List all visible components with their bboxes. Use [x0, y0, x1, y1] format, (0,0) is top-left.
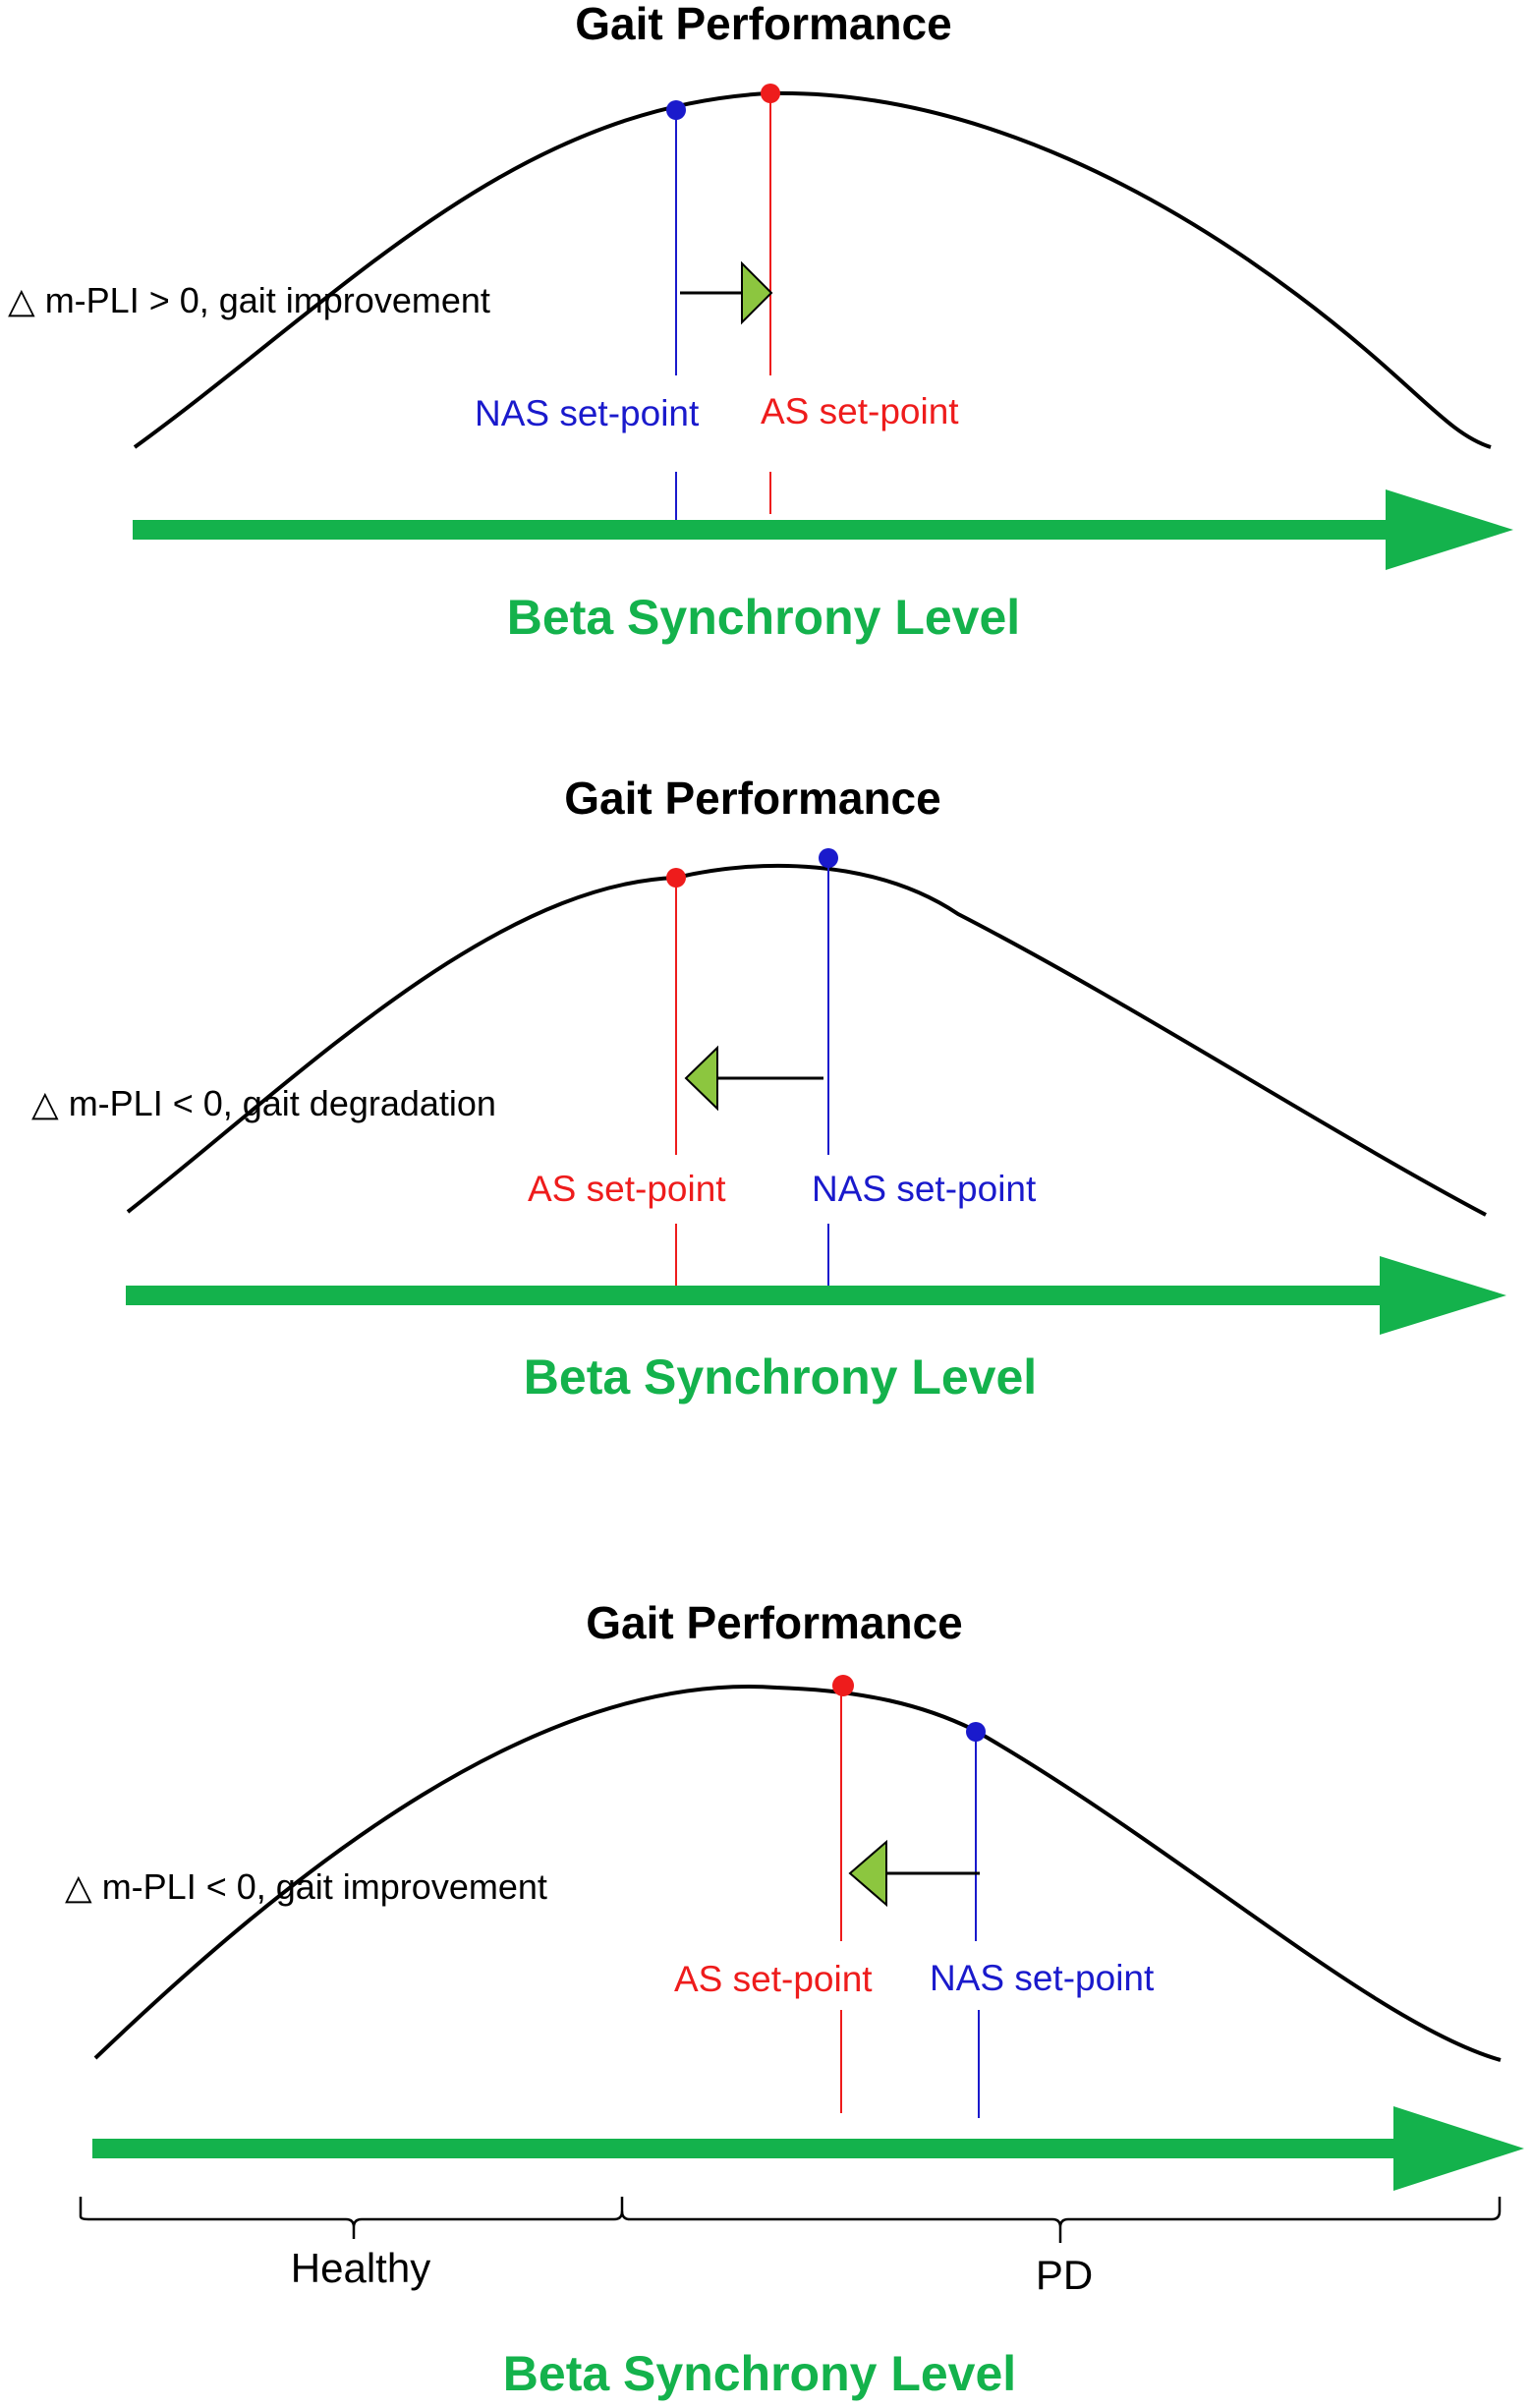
panel-1-beta-axis	[133, 489, 1513, 570]
healthy-range-brace	[79, 2197, 624, 2239]
panel-3: Gait Performance △ m-PLI < 0, gait impro…	[65, 1597, 1524, 2401]
panel-2-delta-label: △ m-PLI < 0, gait degradation	[31, 1083, 496, 1123]
panel-2-beta-axis	[126, 1256, 1506, 1335]
panel-3-delta-label: △ m-PLI < 0, gait improvement	[65, 1866, 547, 1907]
panel-1-as-point	[761, 84, 780, 103]
panel-2-as-label: AS set-point	[528, 1169, 726, 1209]
panel-1-as-label: AS set-point	[761, 391, 959, 431]
panel-1-shift-arrow	[680, 260, 773, 325]
panel-3-axis-label: Beta Synchrony Level	[503, 2346, 1016, 2401]
panel-3-beta-axis	[92, 2106, 1524, 2191]
panel-2-axis-label: Beta Synchrony Level	[524, 1349, 1037, 1405]
panel-1-title: Gait Performance	[575, 0, 951, 49]
panel-1-delta-label: △ m-PLI > 0, gait improvement	[8, 280, 490, 320]
panel-2-shift-arrow	[684, 1045, 823, 1112]
pd-range-brace	[620, 2197, 1502, 2243]
panel-3-gait-curve	[93, 1685, 1502, 2062]
healthy-label: Healthy	[291, 2245, 430, 2291]
panel-3-as-point	[832, 1675, 854, 1696]
panel-2: Gait Performance △ m-PLI < 0, gait degra…	[31, 773, 1506, 1405]
panel-3-nas-point	[966, 1722, 986, 1742]
panel-1-gait-curve	[133, 90, 1492, 449]
panel-2-shift-arrowhead	[684, 1045, 718, 1112]
panel-3-title: Gait Performance	[586, 1597, 962, 1648]
panel-1-axis-label: Beta Synchrony Level	[507, 590, 1020, 645]
panel-2-as-point	[666, 868, 686, 888]
panel-3-as-label: AS set-point	[674, 1959, 873, 1999]
panel-1-shift-arrowhead	[741, 260, 773, 325]
panel-1: Gait Performance △ m-PLI > 0, gait impro…	[8, 0, 1513, 645]
panel-3-nas-label: NAS set-point	[930, 1958, 1155, 1998]
pd-label: PD	[1036, 2252, 1093, 2298]
panel-2-gait-curve	[126, 863, 1487, 1217]
panel-3-shift-arrowhead	[848, 1839, 887, 1908]
panel-2-title: Gait Performance	[564, 773, 940, 824]
panel-2-nas-label: NAS set-point	[812, 1169, 1037, 1209]
panel-2-nas-point	[819, 848, 838, 868]
panel-1-nas-label: NAS set-point	[475, 393, 700, 433]
panel-3-shift-arrow	[848, 1839, 980, 1908]
panel-1-nas-point	[666, 100, 686, 120]
